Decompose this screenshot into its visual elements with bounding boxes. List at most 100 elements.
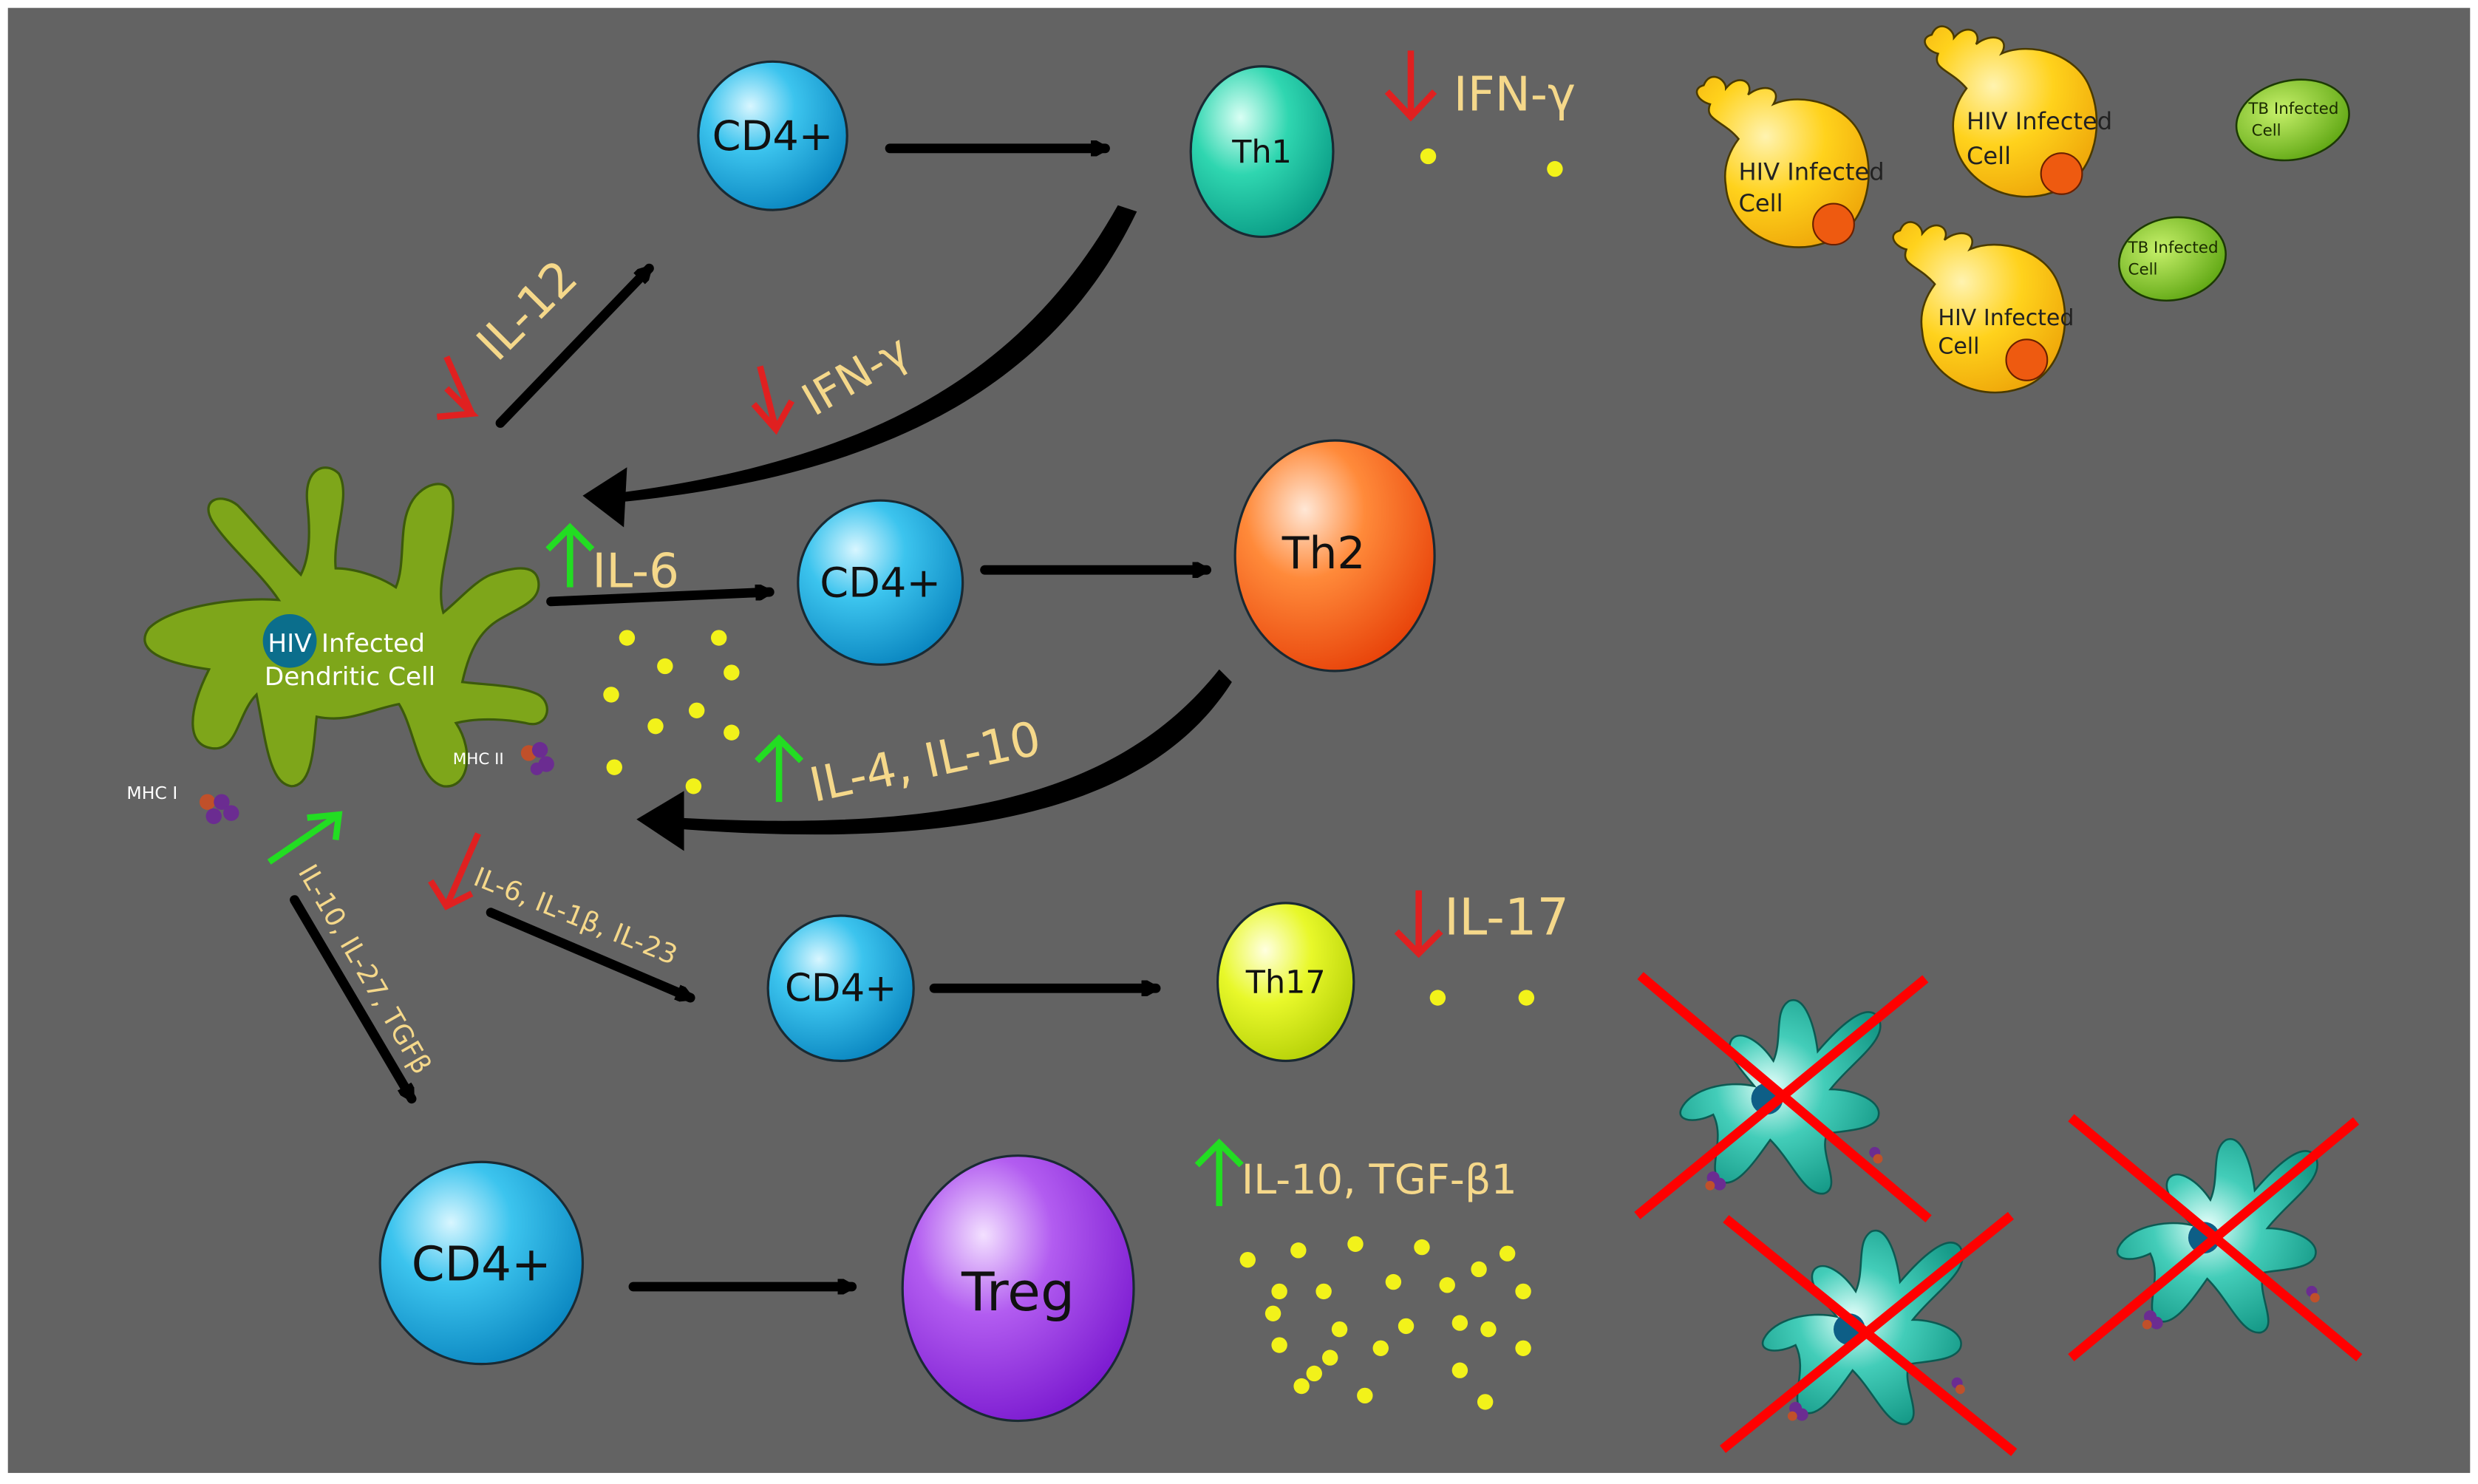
svg-text:HIV Infected: HIV Infected [1967, 107, 2112, 135]
cytokine-dot [1515, 1340, 1531, 1356]
dendritic-cell-nucleus [262, 613, 317, 668]
cytokine-dot [606, 759, 622, 775]
svg-text:Treg: Treg [961, 1261, 1075, 1324]
cytokine-dot [724, 724, 740, 741]
arrow-dc-to-cd4-treg [290, 895, 417, 1099]
svg-text:CD4+: CD4+ [820, 559, 941, 607]
cytokine-dot [603, 687, 619, 703]
dendritic-cell-body [143, 466, 548, 788]
dendritic-cell-hiv-label: HIV [268, 629, 312, 658]
cytokine-dot [1471, 1261, 1487, 1278]
svg-text:Cell: Cell [1738, 189, 1783, 217]
cytokine-dot [1239, 1251, 1256, 1268]
th2-cell: Th2 [1233, 439, 1436, 673]
curved-arrow-th1-to-dc-head [582, 467, 627, 528]
cytokine-dot [647, 718, 664, 735]
up-arrow-treg-inducers-icon [267, 811, 343, 865]
cytokine-dot [619, 630, 636, 646]
cytokine-dot [685, 778, 702, 794]
svg-text:CD4+: CD4+ [412, 1237, 551, 1293]
cd4-top-cell: CD4+ [697, 60, 848, 211]
dendritic-cell-label-rest: Infected [321, 629, 425, 658]
svg-text:Th2: Th2 [1281, 528, 1366, 579]
label-il10-tgfb1: IL-10, TGF-β1 [1242, 1156, 1517, 1204]
mhc-i-receptor [199, 794, 239, 825]
cytokine-dot [1477, 1394, 1494, 1410]
curved-arrow-th2-to-dc-head [636, 791, 684, 851]
treg-cell: Treg [901, 1154, 1135, 1423]
cytokine-dot [1499, 1245, 1516, 1262]
cytokine-dot [657, 658, 673, 675]
down-arrow-il17-icon [1394, 890, 1443, 959]
mhc-i-label: MHC I [126, 783, 177, 803]
up-regulation-arrows [267, 523, 1244, 1207]
label-ifng-top: IFN-γ [1454, 67, 1576, 123]
cytokine-dot [1518, 990, 1535, 1006]
mhc-ii-receptor [520, 742, 554, 775]
depleted-dendritic-cell-2 [1719, 1211, 2018, 1457]
cytokine-dot [1547, 160, 1563, 177]
hiv-dendritic-cell: HIV Infected Dendritic Cell MHC II MHC I [126, 466, 554, 825]
hiv-infected-cell-2: HIV Infected Cell [1924, 25, 2112, 198]
svg-text:HIV Infected: HIV Infected [1738, 158, 1884, 186]
cytokine-dot [1321, 1349, 1338, 1366]
cytokine-dot [1331, 1321, 1348, 1338]
dendritic-cell-label-line2: Dendritic Cell [265, 662, 435, 692]
cytokine-dot [1372, 1340, 1389, 1356]
up-arrow-il6-icon [545, 523, 595, 588]
cytokine-dot [688, 702, 705, 718]
cytokine-dot [1315, 1283, 1332, 1300]
svg-text:TB Infected: TB Infected [2128, 239, 2219, 257]
cd4-bottom-cell: CD4+ [378, 1160, 585, 1366]
cytokine-dot [1271, 1283, 1287, 1300]
cytokine-dot [1306, 1365, 1322, 1382]
svg-text:HIV Infected: HIV Infected [1938, 305, 2074, 331]
cytokine-dot [1515, 1283, 1531, 1300]
curved-arrow-th1-to-dc [620, 205, 1137, 503]
depleted-dendritic-cell-3 [2068, 1114, 2363, 1362]
tb-infected-cell-2: TB Infected Cell [2118, 216, 2227, 302]
cd4-low-cell: CD4+ [766, 914, 915, 1063]
arrows [290, 149, 1212, 1287]
cytokine-dot [1439, 1277, 1455, 1293]
cytokine-dot [710, 630, 727, 646]
cytokine-dot [1293, 1378, 1310, 1395]
down-arrow-il12-icon [436, 355, 479, 421]
svg-text:Th1: Th1 [1231, 134, 1292, 171]
mhc-ii-label: MHC II [453, 750, 504, 769]
down-arrow-ifng-curve-icon [751, 365, 794, 435]
cd4-mid-cell: CD4+ [797, 499, 964, 666]
down-arrow-th17-inducers-icon [428, 832, 481, 911]
label-il6: IL-6 [592, 544, 679, 599]
up-arrow-il4-il10-icon [755, 734, 804, 803]
svg-text:Cell: Cell [2252, 122, 2281, 140]
cytokine-dot [1264, 1305, 1281, 1321]
tb-infected-cell-1: TB Infected Cell [2235, 78, 2350, 162]
th17-cell: Th17 [1216, 902, 1355, 1063]
svg-text:TB Infected: TB Infected [2247, 100, 2338, 118]
cytokine-dot [1451, 1315, 1468, 1331]
th1-cell: Th1 [1189, 65, 1335, 239]
cytokine-dot [1414, 1239, 1430, 1256]
depleted-dendritic-cell-1 [1634, 972, 1932, 1223]
cytokine-dot [1451, 1362, 1468, 1378]
down-regulation-arrows [428, 50, 1443, 959]
svg-text:Cell: Cell [1967, 142, 2011, 170]
arrow-il6-to-cd4 [546, 592, 775, 607]
cytokine-dot [1271, 1337, 1287, 1353]
down-arrow-ifng-top-icon [1384, 50, 1437, 122]
cytokine-dot [1429, 990, 1446, 1006]
cytokine-dots [603, 148, 1563, 1410]
hiv-infected-cell-1: HIV Infected Cell [1695, 75, 1885, 248]
arrow-il12-to-cd4 [495, 263, 654, 428]
cytokine-dot [1398, 1318, 1415, 1335]
cytokine-dot [1420, 148, 1437, 165]
cytokine-dot [1480, 1321, 1497, 1338]
svg-text:CD4+: CD4+ [712, 112, 834, 160]
cytokine-dot [1290, 1242, 1307, 1259]
svg-text:Cell: Cell [1938, 334, 1979, 360]
cytokine-dot [1385, 1273, 1402, 1290]
svg-text:Th17: Th17 [1245, 964, 1326, 1001]
up-arrow-il10-tgfb1-icon [1194, 1138, 1244, 1207]
